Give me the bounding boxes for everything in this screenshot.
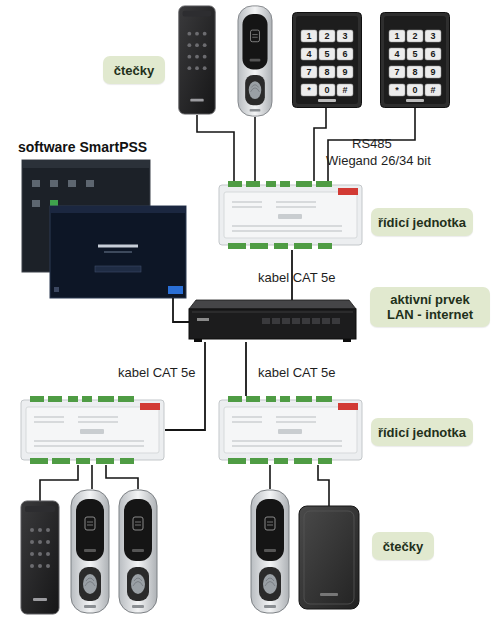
callout-text: aktivní prvek LAN - internet bbox=[376, 292, 484, 322]
key-digit: 0 bbox=[407, 84, 423, 96]
key-digit: 9 bbox=[425, 66, 441, 78]
keypad-reader bbox=[21, 501, 59, 614]
key-digit: 1 bbox=[389, 30, 405, 42]
key-digit: 2 bbox=[319, 30, 335, 42]
fingerprint-reader bbox=[238, 6, 272, 116]
keypad-reader bbox=[293, 13, 362, 108]
key-digit: 4 bbox=[301, 48, 317, 60]
callout-text: čtečky bbox=[383, 539, 423, 554]
key-digit: 6 bbox=[425, 48, 441, 60]
key-digit: 3 bbox=[337, 30, 353, 42]
cable-label: kabel CAT 5e bbox=[258, 270, 336, 285]
key-digit: 7 bbox=[389, 66, 405, 78]
network-switch bbox=[189, 300, 356, 342]
reader-wire bbox=[197, 108, 415, 181]
key-digit: 0 bbox=[319, 84, 335, 96]
callout-text: čtečky bbox=[114, 63, 154, 78]
key-digit: 7 bbox=[301, 66, 317, 78]
key-digit: 6 bbox=[337, 48, 353, 60]
key-digit: * bbox=[389, 84, 405, 96]
key-digit: 9 bbox=[337, 66, 353, 78]
software-screenshot bbox=[22, 160, 186, 298]
signal-label: Wiegand 26/34 bit bbox=[326, 153, 431, 168]
cable-label: kabel CAT 5e bbox=[118, 365, 196, 380]
key-digit: 5 bbox=[319, 48, 335, 60]
signal-label: RS485 bbox=[352, 136, 392, 151]
key-digit: 2 bbox=[407, 30, 423, 42]
callout-pill: řídicí jednotka bbox=[371, 418, 473, 446]
key-digit: 8 bbox=[319, 66, 335, 78]
keypad-reader bbox=[381, 13, 450, 108]
key-digit: 1 bbox=[301, 30, 317, 42]
key-digit: 3 bbox=[425, 30, 441, 42]
key-digit: 8 bbox=[407, 66, 423, 78]
callout-text: řídicí jednotka bbox=[378, 425, 466, 440]
control-unit bbox=[219, 396, 362, 464]
callout-pill: řídicí jednotka bbox=[371, 208, 473, 236]
control-unit bbox=[21, 396, 164, 464]
keypad-reader bbox=[179, 6, 215, 114]
fingerprint-reader bbox=[119, 490, 157, 613]
fingerprint-reader bbox=[71, 490, 109, 613]
callout-pill: čtečky bbox=[372, 532, 434, 560]
key-digit: # bbox=[337, 84, 353, 96]
callout-pill: aktivní prvek LAN - internet bbox=[370, 287, 490, 327]
cable-label: kabel CAT 5e bbox=[258, 365, 336, 380]
key-digit: 5 bbox=[407, 48, 423, 60]
fingerprint-reader bbox=[251, 490, 289, 613]
callout-pill: čtečky bbox=[103, 56, 165, 84]
control-unit bbox=[219, 181, 362, 249]
key-digit: 4 bbox=[389, 48, 405, 60]
card-reader bbox=[299, 506, 359, 609]
key-digit: # bbox=[425, 84, 441, 96]
software-heading: software SmartPSS bbox=[18, 140, 147, 155]
key-digit: * bbox=[301, 84, 317, 96]
callout-text: řídicí jednotka bbox=[378, 215, 466, 230]
